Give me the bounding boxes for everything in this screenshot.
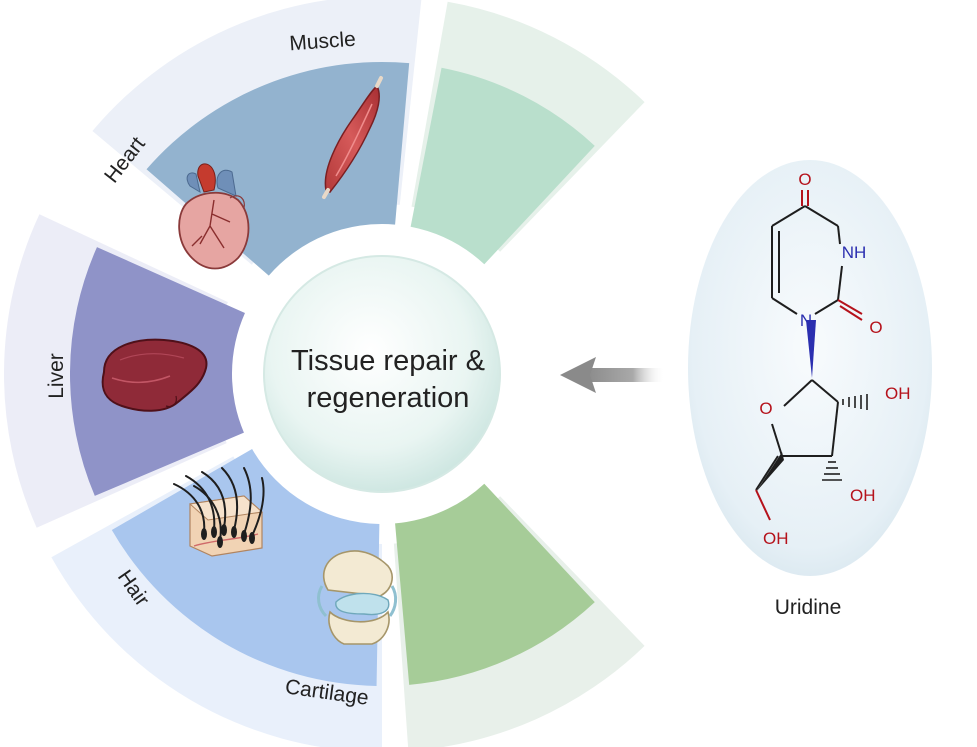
atom-n: N [800, 311, 812, 330]
atom-oh-3: OH [763, 529, 789, 548]
uridine-structure [755, 190, 863, 521]
atom-oh-1: OH [885, 384, 911, 403]
cartilage-icon [317, 550, 398, 645]
atom-oh-2: OH [850, 486, 876, 505]
muscle-icon [322, 76, 383, 199]
center-title-line2: regeneration [307, 382, 470, 414]
molecule-oval [688, 160, 932, 576]
arrow-icon [560, 357, 665, 393]
cartilage-panel [395, 483, 595, 685]
atom-o-top: O [798, 170, 811, 189]
atom-o-right: O [869, 318, 882, 337]
hashed-bonds [822, 394, 868, 481]
label-liver: Liver [45, 353, 68, 399]
molecule-name: Uridine [775, 596, 842, 619]
muscle-panel [410, 67, 595, 265]
heart-icon [178, 163, 250, 270]
label-muscle: Muscle [289, 28, 357, 56]
atom-ring-o: O [759, 399, 772, 418]
atom-nh: NH [842, 243, 867, 262]
hair-panel [111, 449, 380, 686]
liver-icon [101, 338, 208, 412]
hair-icon [173, 467, 265, 557]
n-glycosidic-wedge [806, 320, 816, 378]
ch2-wedge [756, 452, 784, 492]
center-title-line1: Tissue repair & [291, 345, 485, 377]
center-circle [263, 255, 501, 493]
